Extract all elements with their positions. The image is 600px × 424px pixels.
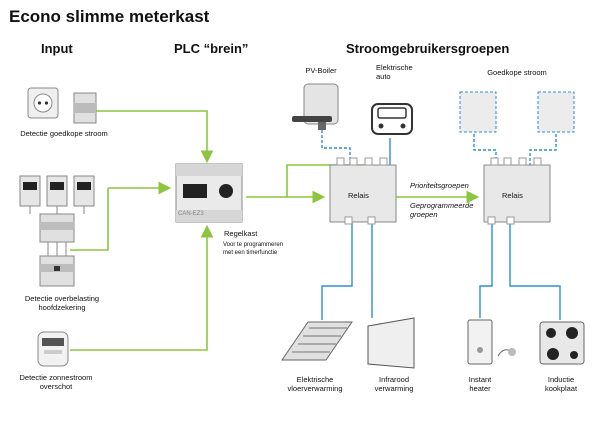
din-meter-icon xyxy=(73,92,97,124)
plc-device-icon xyxy=(175,163,243,223)
label-solar-line1: Detectie zonnestroom xyxy=(19,373,93,382)
wire-induction xyxy=(509,222,561,320)
infrared-heater-icon xyxy=(367,317,415,369)
label-ev-line1: Elektrische xyxy=(376,63,413,72)
label-instant-line1: Instant xyxy=(468,375,492,384)
wire-cheap-power xyxy=(96,110,214,164)
label-instant-line2: heater xyxy=(469,384,491,393)
relais-left-label: Relais xyxy=(348,191,369,200)
socket-icon xyxy=(27,87,59,119)
label-priority-groups: Prioriteitsgroepen xyxy=(410,181,469,190)
label-ir-line1: Infrarood xyxy=(378,375,410,384)
label-solar-line2: overschot xyxy=(39,382,73,391)
label-cheap-power: Goedkope stroom xyxy=(487,68,547,77)
label-ir-line2: verwarming xyxy=(374,384,414,393)
solar-meter-icon xyxy=(37,331,69,367)
label-overload-line2: hoofdzekering xyxy=(38,303,86,312)
breaker-wires xyxy=(29,206,85,256)
header-input: Input xyxy=(41,41,73,56)
floor-heating-icon xyxy=(281,321,353,361)
label-ev-line2: auto xyxy=(376,72,391,81)
pv-boiler-icon xyxy=(292,83,339,130)
plc-desc-line2: met een timerfunctie xyxy=(223,250,278,256)
label-cheap-power-detection: Detectie goedkope stroom xyxy=(20,129,108,138)
overload-relays-icon xyxy=(19,175,95,207)
plc-device-label: CAN-EZ3 xyxy=(178,211,204,217)
wire-solar xyxy=(70,224,214,351)
label-programmed-line2: groepen xyxy=(410,210,438,219)
induction-hob-icon xyxy=(539,321,585,365)
label-induction-line1: Inductie xyxy=(547,375,575,384)
label-induction-line2: kookplaat xyxy=(544,384,578,393)
plc-name: Regelkast xyxy=(224,229,258,238)
label-pv-boiler: PV-Boiler xyxy=(305,66,337,75)
header-consumers: Stroomgebruikersgroepen xyxy=(346,41,510,56)
label-programmed-line1: Geprogrammeerde xyxy=(410,201,474,210)
relais-left-icon xyxy=(329,157,397,225)
cheap-power-box-right-icon xyxy=(537,91,575,133)
wire-instant xyxy=(479,222,493,318)
label-floor-line1: Elektrische xyxy=(296,375,334,384)
output-wires xyxy=(321,130,561,320)
wire-overload-loop xyxy=(70,188,109,251)
plc-desc-line1: Voor te programmeren xyxy=(223,242,284,248)
relais-right-icon xyxy=(483,157,551,225)
input-wires xyxy=(70,110,480,351)
relais-right-label: Relais xyxy=(502,191,523,200)
header-plc: PLC “brein” xyxy=(174,41,249,56)
instant-heater-icon xyxy=(467,319,516,365)
label-overload-line1: Detectie overbelasting xyxy=(24,294,100,303)
wire-floor xyxy=(321,222,353,320)
cheap-power-box-left-icon xyxy=(459,91,497,133)
car-icon xyxy=(371,103,413,135)
page-title: Econo slimme meterkast xyxy=(9,7,210,26)
wire-pv-boiler xyxy=(321,130,351,165)
wire-cheap-right xyxy=(529,134,557,165)
label-floor-line2: vloerverwarming xyxy=(287,384,343,393)
